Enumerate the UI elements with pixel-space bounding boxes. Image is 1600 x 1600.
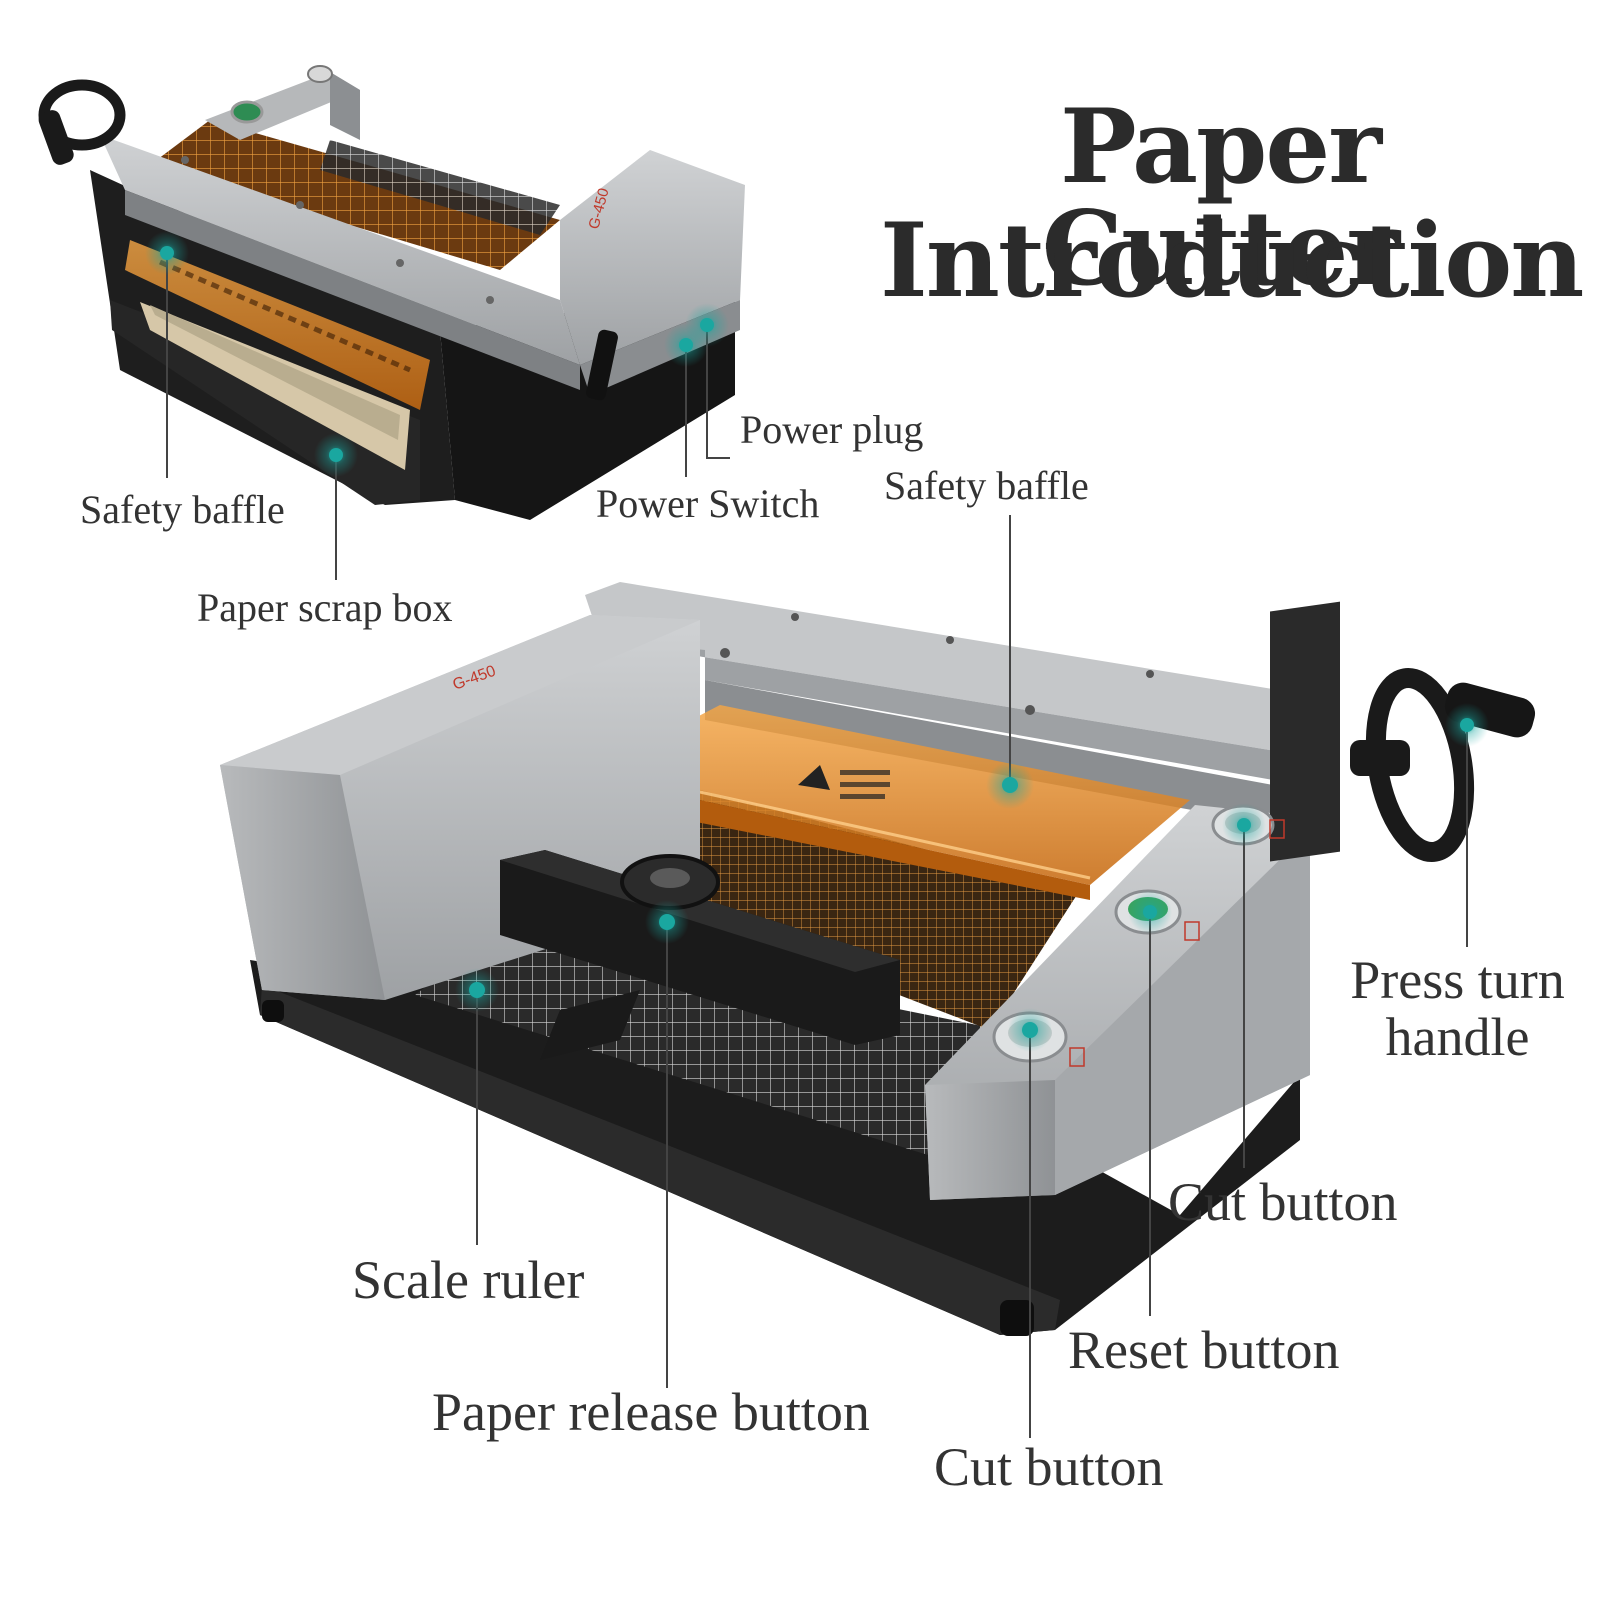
label-cut-button-lower: Cut button bbox=[934, 1437, 1164, 1497]
main-safety-baffle bbox=[585, 705, 1190, 885]
label-cut-button-upper: Cut button bbox=[1168, 1172, 1398, 1232]
leader-lines bbox=[166, 253, 1468, 1438]
leader-power-plug bbox=[706, 325, 730, 459]
label-press-turn-handle: Press turn handle bbox=[1350, 950, 1565, 1067]
label-paper-release-button: Paper release button bbox=[432, 1382, 870, 1442]
main-view-cutter: G-450 bbox=[220, 582, 1536, 1336]
label-main-safety-baffle: Safety baffle bbox=[884, 463, 1089, 508]
title-line-2: Introduction bbox=[880, 201, 1584, 321]
label-power-switch: Power Switch bbox=[596, 481, 820, 526]
cutter-base bbox=[250, 960, 1300, 1335]
label-scale-ruler: Scale ruler bbox=[352, 1250, 585, 1310]
label-top-safety-baffle: Safety baffle bbox=[80, 487, 285, 532]
title-line-1: Paper Cutter bbox=[1041, 87, 1400, 309]
callout-dots bbox=[145, 231, 1489, 1052]
label-paper-scrap-box: Paper scrap box bbox=[197, 585, 453, 630]
paper-release-fence bbox=[500, 850, 900, 1045]
label-reset-button: Reset button bbox=[1068, 1320, 1340, 1380]
label-power-plug: Power plug bbox=[740, 407, 924, 452]
top-view-cutter: G-450 bbox=[38, 65, 745, 520]
